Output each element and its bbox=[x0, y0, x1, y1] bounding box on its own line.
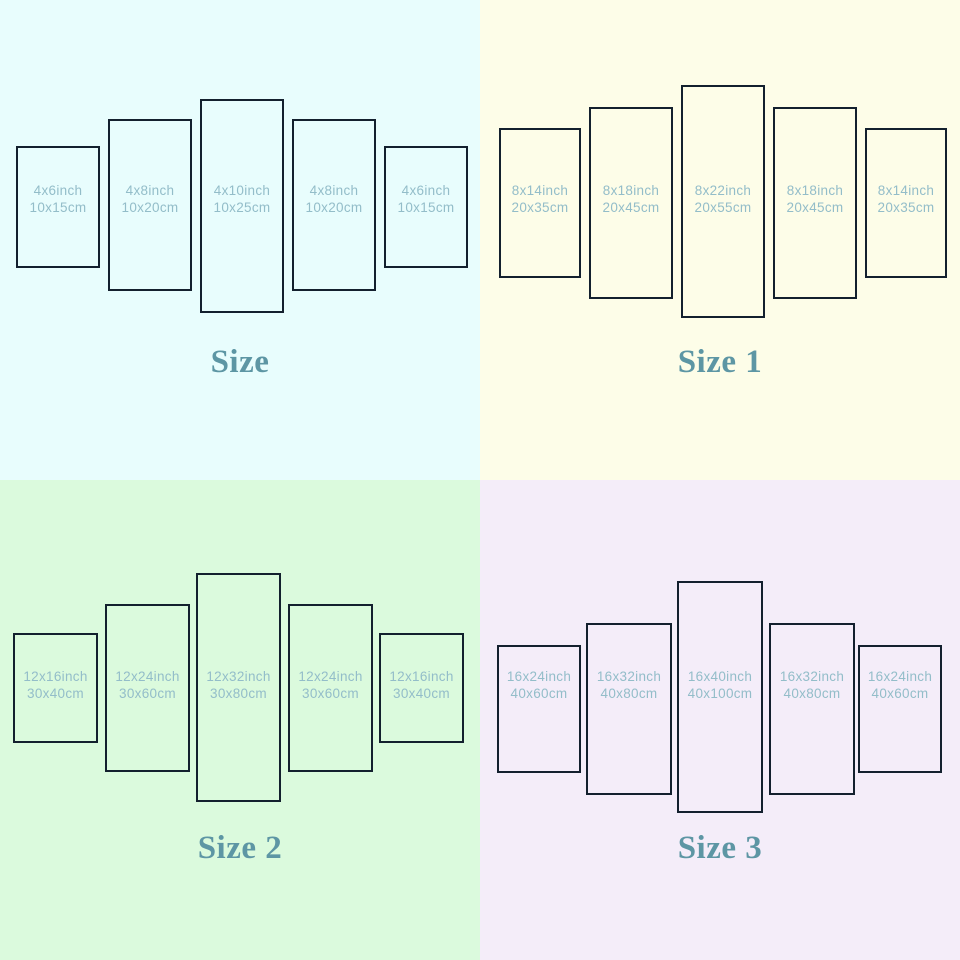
canvas-panel bbox=[586, 623, 672, 795]
canvas-panel bbox=[499, 128, 581, 278]
quadrant-title-size: Size bbox=[210, 344, 270, 380]
canvas-panel bbox=[16, 146, 100, 268]
canvas-panel bbox=[865, 128, 947, 278]
canvas-panel bbox=[196, 573, 281, 802]
canvas-panel bbox=[384, 146, 468, 268]
canvas-panel bbox=[379, 633, 464, 743]
canvas-panel bbox=[13, 633, 98, 743]
canvas-panel bbox=[773, 107, 857, 299]
canvas-panel bbox=[858, 645, 942, 773]
canvas-panel bbox=[769, 623, 855, 795]
quadrant-title-size-2: Size 2 bbox=[197, 830, 283, 866]
canvas-panel bbox=[681, 85, 765, 318]
canvas-panel bbox=[292, 119, 376, 291]
canvas-panel bbox=[497, 645, 581, 773]
quadrant-title-size-1: Size 1 bbox=[677, 344, 763, 380]
canvas-panel bbox=[200, 99, 284, 313]
canvas-panel bbox=[105, 604, 190, 772]
canvas-panel bbox=[288, 604, 373, 772]
canvas-panel bbox=[589, 107, 673, 299]
canvas-panel bbox=[108, 119, 192, 291]
canvas-panel bbox=[677, 581, 763, 813]
quadrant-title-size-3: Size 3 bbox=[677, 830, 763, 866]
